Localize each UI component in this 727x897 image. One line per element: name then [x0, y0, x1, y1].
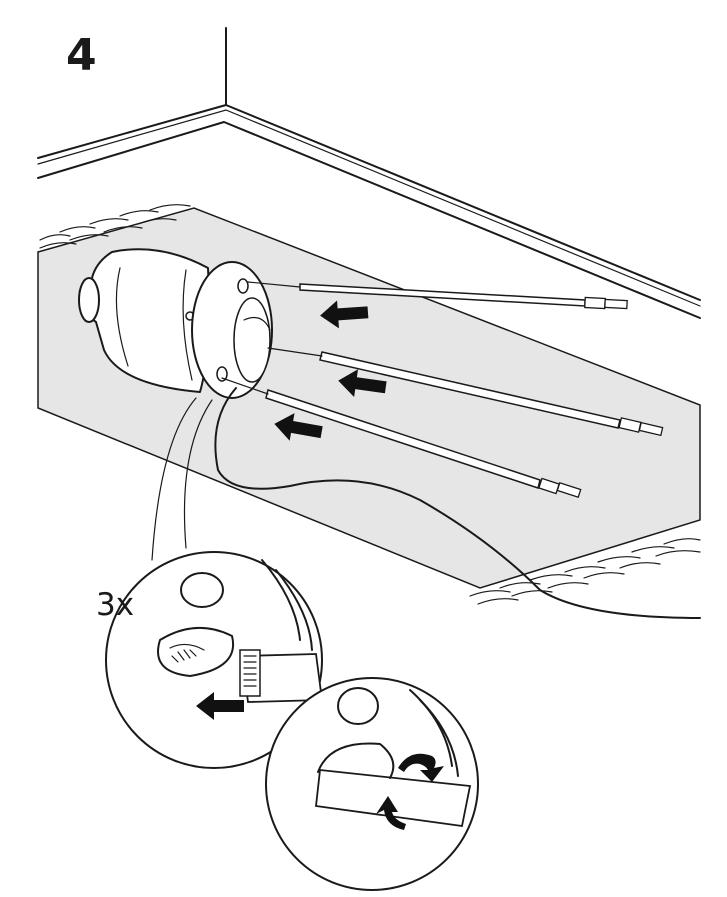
wall-and-baseboard	[37, 27, 701, 319]
push-arrow-icon	[196, 692, 244, 720]
detail-callout-insert	[105, 397, 324, 769]
rod-3	[221, 377, 582, 499]
push-arrow-icon	[338, 369, 387, 398]
step-number: 4	[66, 30, 97, 81]
detail-callout-rotate	[265, 677, 479, 891]
lamp-base	[78, 248, 273, 399]
push-arrow-icon	[320, 300, 369, 329]
rod-1	[247, 281, 628, 310]
push-arrows	[274, 300, 387, 441]
rotate-arrow-icon	[398, 753, 444, 782]
push-arrow-icon	[274, 413, 323, 441]
rod-2	[267, 347, 664, 437]
quantity-label: 3x	[96, 587, 135, 623]
power-cord	[214, 387, 701, 619]
rotate-arrow-icon	[376, 796, 406, 830]
rods	[221, 281, 664, 499]
